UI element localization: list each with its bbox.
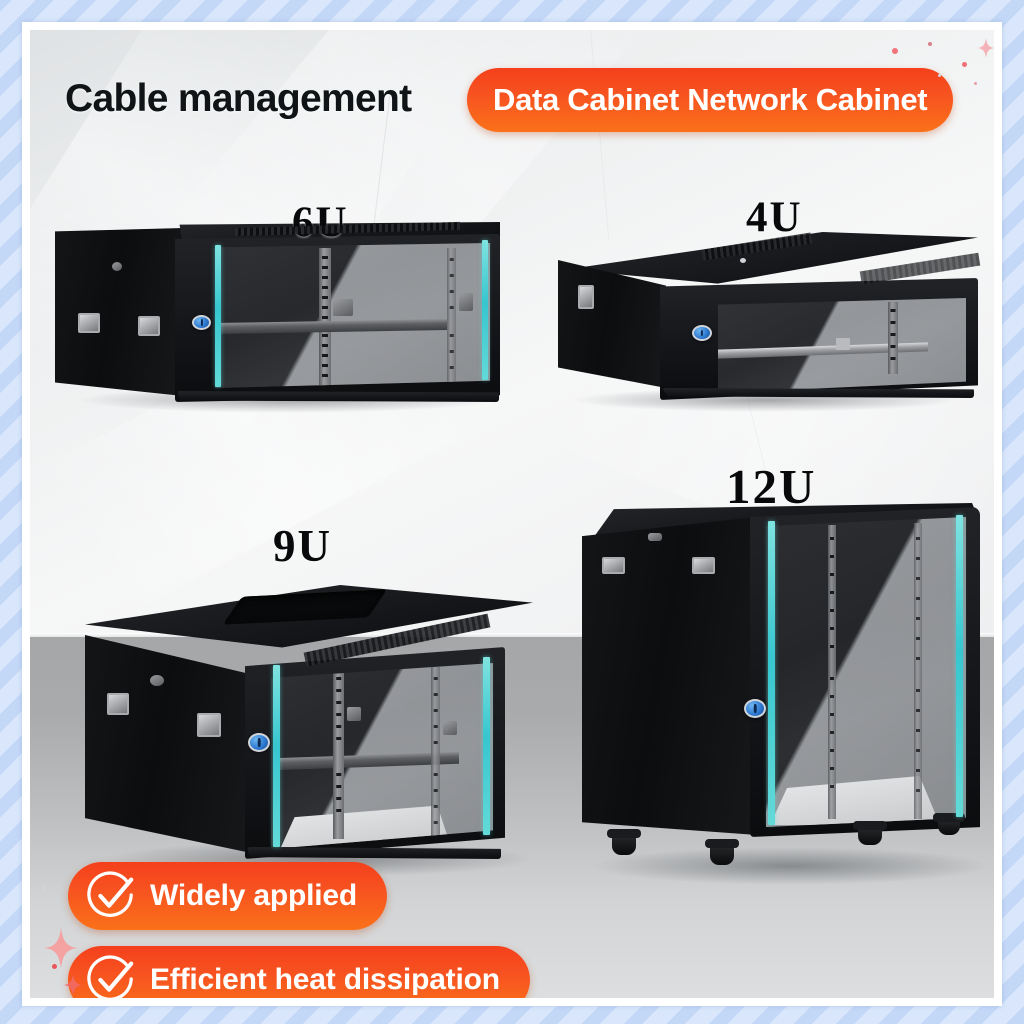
decor-dot [974,82,977,85]
accent-strip [768,521,775,825]
top-screw [740,258,746,263]
title-badge[interactable]: Data Cabinet Network Cabinet [467,68,954,132]
size-label-9u: 9U [273,521,332,571]
accent-strip [483,657,490,835]
caster-wheel [705,839,739,865]
side-stud [112,262,122,271]
size-label-4u: 4U [746,194,803,241]
side-stud [648,533,662,541]
caster-wheel [933,813,965,835]
side-handle[interactable] [197,713,221,737]
mounting-rail [914,523,922,819]
decor-dot [892,48,898,54]
rail-bracket [347,707,361,721]
door-lock[interactable] [744,699,766,718]
check-circle-icon [87,955,134,998]
size-label-6u: 6U [292,199,349,246]
rail-bracket [333,299,353,316]
side-panel [85,635,251,853]
door-lock[interactable] [692,325,712,341]
drop-shadow [590,847,990,885]
cabinet-9u[interactable] [85,565,535,877]
side-handle[interactable] [602,557,625,574]
backdrop-crease [590,30,610,240]
mounting-rail [431,667,440,839]
rail-bracket [443,721,457,735]
accent-strip [482,240,488,380]
glass-door[interactable] [718,298,966,393]
decor-dot [962,62,967,67]
cabinet-4u[interactable] [540,210,981,412]
mounting-rail [319,248,331,386]
side-stud [150,675,164,686]
bottom-rail [247,847,501,859]
feature-badge-heat-dissipation[interactable]: Efficient heat dissipation [68,946,530,998]
feature-badge-widely-applied[interactable]: Widely applied [68,862,387,930]
side-panel [558,260,666,388]
side-handle[interactable] [78,313,100,333]
side-handle[interactable] [692,557,715,574]
accent-strip [956,515,963,817]
accent-strip [215,245,221,387]
mounting-rail [828,525,836,819]
rail-bracket [459,293,473,311]
size-label-12u: 12U [726,459,817,514]
sparkle-icon [978,38,994,58]
side-handle[interactable] [578,285,594,309]
check-circle-icon [87,871,134,917]
rail-bracket [836,338,850,350]
interior-back [766,517,966,827]
feature-badge-label: Efficient heat dissipation [150,963,500,996]
product-photo: Cable management 6U 4U 9U 12U Data Cabin… [30,30,994,998]
glass-door[interactable] [271,663,493,849]
door-lock[interactable] [248,733,270,752]
accent-strip [273,665,280,847]
cabinet-12u[interactable] [570,495,990,885]
cabinet-6u[interactable] [55,215,500,413]
side-handle[interactable] [138,316,160,336]
door-lock[interactable] [192,315,211,330]
caster-wheel [853,821,887,845]
side-panel [55,228,183,396]
floor-edge [30,633,994,639]
glass-door[interactable] [215,243,490,388]
bottom-rail [177,391,499,402]
glass-door[interactable] [766,517,966,827]
mounting-rail [888,302,898,374]
page-title: Cable management [65,77,412,120]
mounting-rail [333,669,344,839]
title-badge-label: Data Cabinet Network Cabinet [493,82,928,117]
shelf [215,318,447,335]
side-handle[interactable] [107,693,129,715]
mounting-rail [447,248,456,386]
decor-dot [928,42,932,46]
caster-wheel [607,829,641,855]
feature-badge-label: Widely applied [150,879,357,912]
bottom-rail [662,388,974,398]
